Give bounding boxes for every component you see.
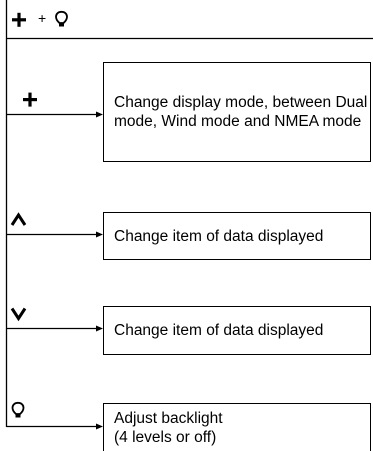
plus-icon bbox=[23, 92, 37, 107]
header-bulb-icon bbox=[55, 10, 68, 27]
row-down-text: Change item of data displayed bbox=[114, 322, 324, 339]
row-up-description: Change item of data displayed bbox=[103, 212, 371, 260]
arrow-head-2 bbox=[96, 231, 103, 238]
arrow-head-4 bbox=[96, 423, 103, 430]
chevron-up-icon bbox=[10, 212, 27, 226]
row-backlight-text: Adjust backlight (4 levels or off) bbox=[114, 409, 223, 446]
row-up-text: Change item of data displayed bbox=[114, 227, 324, 245]
chevron-down-icon bbox=[10, 307, 27, 322]
row-plus-text: Change display mode, between Dual mode, … bbox=[114, 94, 368, 130]
row-plus-description: Change display mode, between Dual mode, … bbox=[103, 62, 371, 162]
arrow-head-3 bbox=[96, 325, 103, 332]
row-backlight-description: Adjust backlight (4 levels or off) bbox=[103, 403, 371, 451]
lightbulb-icon bbox=[11, 401, 25, 418]
arrow-head-1 bbox=[96, 111, 103, 118]
header-plus-text: + bbox=[38, 10, 47, 26]
header-plus-icon bbox=[12, 12, 26, 27]
row-down-description: Change item of data displayed bbox=[103, 306, 371, 355]
